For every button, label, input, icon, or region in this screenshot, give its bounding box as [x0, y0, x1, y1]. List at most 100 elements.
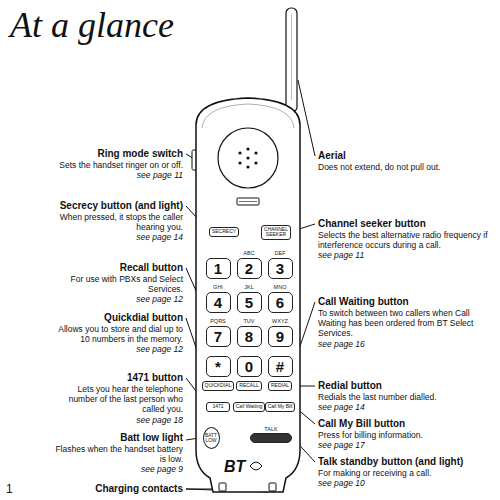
key-face: # [268, 356, 293, 377]
keypad-key: ABC 2 [237, 250, 262, 278]
callout-text: see page 11 [318, 250, 364, 260]
handset-button: RECALL [236, 381, 261, 391]
button-text: * [215, 358, 221, 375]
body-highlight [202, 104, 294, 128]
button-face: CHANNEL SEEKER [261, 225, 291, 240]
callout-text: see page 18 [136, 415, 183, 425]
keypad-key: * [206, 356, 231, 377]
callout-title: Redial button [318, 380, 382, 392]
callout-text: Lets you hear the telephone number of th… [51, 384, 183, 415]
button-face: SECRECY [209, 227, 239, 237]
callout: Talk standby button (and light)For makin… [318, 456, 494, 488]
button-text: SECRECY [212, 229, 236, 235]
key-face: 7 [206, 326, 231, 347]
button-text: 9 [276, 328, 284, 345]
key-caption: TUV [244, 318, 255, 324]
key-face: 6 [268, 292, 293, 313]
button-text: Call My Bill [268, 404, 293, 410]
keypad-key: DEF3 [268, 250, 293, 278]
keypad-key: 0 [237, 356, 262, 377]
keypad-key: PQRS 7 [206, 318, 231, 346]
bt-piper-symbol [250, 462, 262, 470]
earpiece-holes [238, 147, 257, 168]
button-text: 0 [245, 358, 253, 375]
callout-text: To switch between two callers when Call … [318, 308, 494, 339]
key-face: * [206, 356, 231, 377]
callout-text: When pressed, it stops the caller hearin… [51, 212, 183, 232]
button-face: Call Waiting [233, 402, 266, 412]
keypad-key: # [268, 356, 293, 377]
button-text: QUICKDIAL [205, 383, 232, 389]
button-face: REDIAL [268, 381, 292, 391]
callout-text: see page 17 [318, 440, 365, 450]
keypad-key: JKL 5 [237, 284, 262, 312]
callout-text: For use with PBXs and Select Services. [51, 274, 183, 294]
callout: AerialDoes not extend, do not pull out. [318, 150, 494, 172]
page-title: At a glance [10, 4, 174, 46]
button-face: QUICKDIAL [202, 381, 235, 391]
brand-logo: BT [224, 458, 245, 476]
key-face: 0 [237, 356, 262, 377]
button-face: 1471 [206, 402, 230, 412]
button-text: 5 [245, 294, 253, 311]
button-text: Call Waiting [236, 404, 263, 410]
keypad-key: MNO 6 [268, 284, 293, 312]
button-text: # [276, 358, 284, 375]
callout-title: Charging contacts [95, 483, 183, 495]
callout-text: Does not extend, do not pull out. [318, 162, 440, 172]
callout: Channel seeker buttonSelects the best al… [318, 218, 494, 261]
button-text: 6 [276, 294, 284, 311]
callout-text: Selects the best alternative radio frequ… [318, 230, 494, 250]
keypad-key: 1 [206, 258, 231, 279]
key-caption: TALK [264, 426, 277, 432]
callout-title: Call My Bill button [318, 418, 405, 430]
callout-text: see page 14 [136, 232, 183, 242]
key-face: 9 [268, 326, 293, 347]
callout-title: Call Waiting button [318, 296, 409, 308]
key-face: 4 [206, 292, 231, 313]
callout-title: Secrecy button (and light) [60, 200, 183, 212]
callout-text: Flashes when the handset battery is low. [51, 444, 183, 464]
callout-title: 1471 button [127, 372, 183, 384]
aerial [286, 8, 297, 112]
callout-title: Batt low light [120, 432, 183, 444]
keypad-key: TUV8 [237, 318, 262, 346]
key-caption: MNO [274, 284, 287, 290]
callout-text: see page 14 [318, 402, 365, 412]
callout: Recall buttonFor use with PBXs and Selec… [51, 262, 183, 305]
button-text: 2 [245, 260, 253, 277]
callout: Call Waiting buttonTo switch between two… [318, 296, 494, 349]
key-caption: JKL [244, 284, 253, 290]
callout-text: see page 10 [318, 478, 365, 488]
callout-title: Aerial [318, 150, 346, 162]
indicator-light: BATT LOW [203, 427, 220, 449]
earpiece [218, 128, 278, 188]
key-caption: PQRS [210, 318, 226, 324]
callout-text: see page 12 [136, 294, 183, 304]
handset-button: CHANNEL SEEKER [261, 225, 291, 240]
button-face [250, 433, 292, 443]
key-face: 1 [206, 258, 231, 279]
callout-title: Talk standby button (and light) [318, 456, 463, 468]
charging-contact [269, 483, 276, 491]
callout-text: see page 9 [141, 464, 183, 474]
key-caption: DEF [275, 250, 286, 256]
button-text: CHANNEL SEEKER [264, 227, 288, 238]
button-text: 1 [214, 260, 222, 277]
keypad-key: GHI4 [206, 284, 231, 312]
key-caption: ABC [243, 250, 254, 256]
button-text: BATT LOW [204, 433, 219, 444]
button-text: RECALL [239, 383, 258, 389]
callout-text: Redials the last number dialled. [318, 392, 437, 402]
button-text: 7 [214, 328, 222, 345]
handset-button: 1471 [206, 402, 230, 412]
button-face: BATT LOW [203, 427, 220, 449]
callout-title: Channel seeker button [318, 218, 426, 230]
handset-button: REDIAL [268, 381, 292, 391]
callout: Ring mode switchSets the handset ringer … [51, 148, 183, 180]
button-text: 4 [214, 294, 222, 311]
callout-text: see page 12 [136, 344, 183, 354]
callout-text: see page 16 [318, 339, 365, 349]
callout-title: Quickdial button [104, 312, 183, 324]
